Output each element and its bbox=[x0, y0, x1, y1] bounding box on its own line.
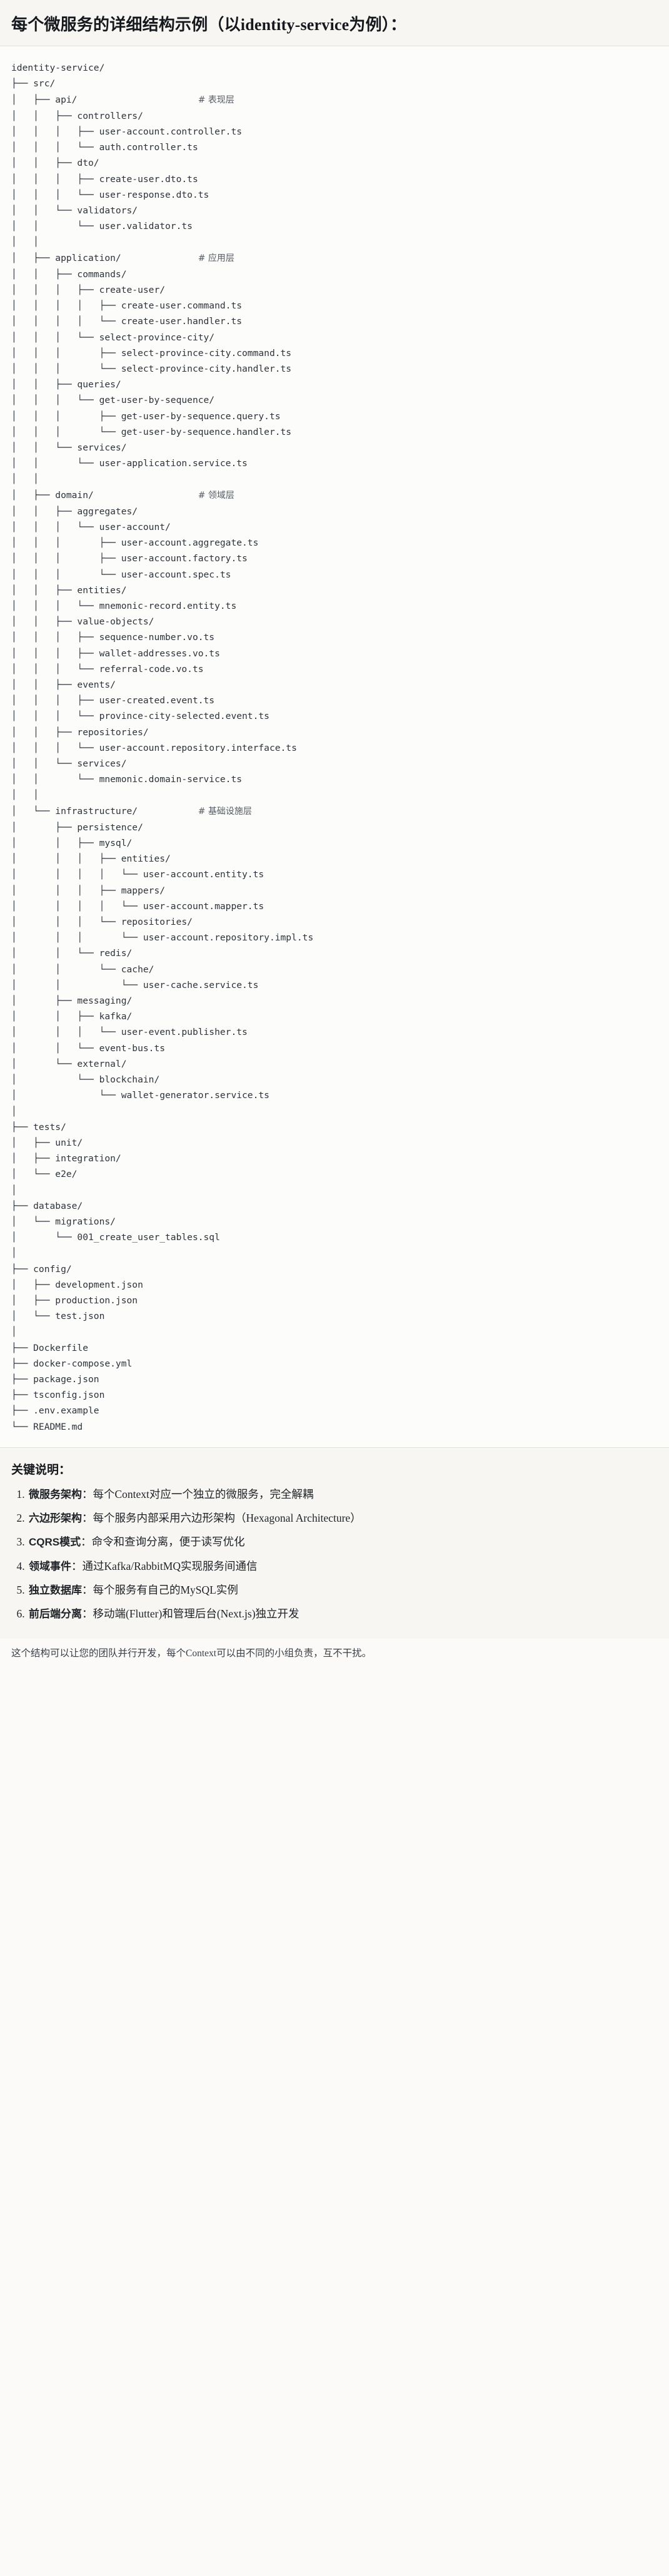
footer-section: 这个结构可以让您的团队并行开发，每个Context可以由不同的小组负责，互不干扰… bbox=[0, 1638, 669, 1678]
key-note-term: 领域事件 bbox=[29, 1560, 71, 1572]
key-note-desc: ：每个服务内部采用六边形架构（Hexagonal Architecture） bbox=[82, 1512, 361, 1525]
key-note-term: CQRS模式 bbox=[29, 1536, 81, 1549]
key-note-term: 六边形架构 bbox=[29, 1512, 82, 1525]
tree-comment: # 基础设施层 bbox=[198, 806, 252, 817]
key-note-item: 前后端分离：移动端(Flutter)和管理后台(Next.js)独立开发 bbox=[28, 1606, 658, 1622]
tree-comment: # 表现层 bbox=[198, 94, 234, 105]
key-note-term: 微服务架构 bbox=[29, 1488, 82, 1500]
key-notes-title: 关键说明： bbox=[11, 1463, 71, 1477]
key-note-item: 独立数据库：每个服务有自己的MySQL实例 bbox=[28, 1582, 658, 1599]
directory-tree-section: identity-service/ ├── src/ │ ├── api/ # … bbox=[0, 46, 669, 1448]
page-title: 每个微服务的详细结构示例（以identity-service为例）： bbox=[11, 16, 407, 34]
directory-tree: identity-service/ ├── src/ │ ├── api/ # … bbox=[11, 63, 314, 1432]
key-note-term: 独立数据库 bbox=[29, 1584, 82, 1597]
key-note-item: CQRS模式：命令和查询分离，便于读写优化 bbox=[28, 1534, 658, 1550]
key-note-desc: ：移动端(Flutter)和管理后台(Next.js)独立开发 bbox=[82, 1607, 299, 1621]
heading-section: 每个微服务的详细结构示例（以identity-service为例）： bbox=[0, 0, 669, 47]
key-note-desc: ：每个服务有自己的MySQL实例 bbox=[82, 1584, 238, 1597]
key-notes-list: 微服务架构：每个Context对应一个独立的微服务，完全解耦六边形架构：每个服务… bbox=[11, 1486, 658, 1623]
key-note-desc: ：通过Kafka/RabbitMQ实现服务间通信 bbox=[71, 1559, 258, 1572]
key-note-term: 前后端分离 bbox=[29, 1608, 82, 1621]
key-note-item: 微服务架构：每个Context对应一个独立的微服务，完全解耦 bbox=[28, 1486, 658, 1503]
key-note-desc: ：命令和查询分离，便于读写优化 bbox=[81, 1535, 245, 1549]
key-note-item: 领域事件：通过Kafka/RabbitMQ实现服务间通信 bbox=[28, 1558, 658, 1575]
tree-comment: # 应用层 bbox=[198, 253, 234, 263]
key-note-desc: ：每个Context对应一个独立的微服务，完全解耦 bbox=[82, 1487, 314, 1500]
key-notes-section: 关键说明： 微服务架构：每个Context对应一个独立的微服务，完全解耦六边形架… bbox=[0, 1447, 669, 1639]
key-note-item: 六边形架构：每个服务内部采用六边形架构（Hexagonal Architectu… bbox=[28, 1510, 658, 1527]
footer-note: 这个结构可以让您的团队并行开发，每个Context可以由不同的小组负责，互不干扰… bbox=[11, 1647, 372, 1659]
tree-comment: # 领域层 bbox=[198, 490, 234, 501]
page-root: 每个微服务的详细结构示例（以identity-service为例）： ident… bbox=[0, 0, 669, 1678]
